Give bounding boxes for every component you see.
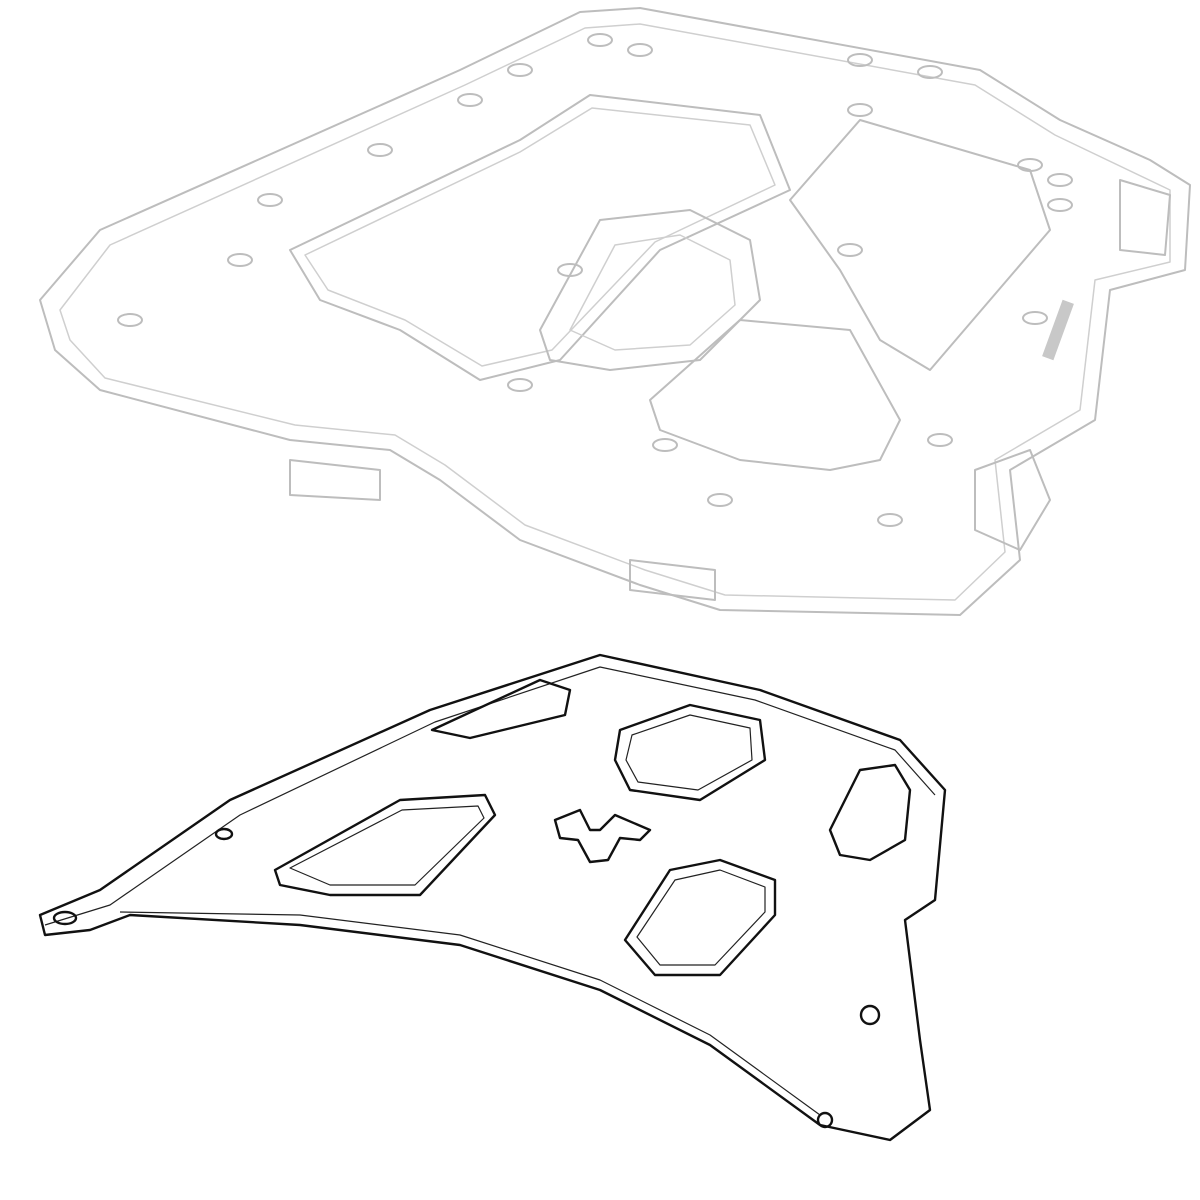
logo-mark [1042, 299, 1074, 361]
adapter-plate [38, 653, 947, 1142]
brand-logo [553, 808, 652, 864]
top-case-plate [39, 7, 1191, 616]
